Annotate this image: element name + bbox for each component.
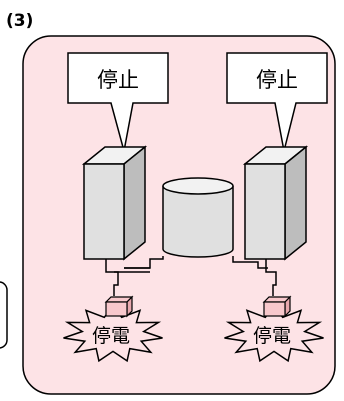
left-power-outage: 停電 — [63, 295, 163, 363]
shared-disk-icon — [162, 177, 234, 258]
left-burst-shape — [63, 304, 163, 363]
left-server-icon — [81, 145, 148, 261]
figure-label: (3) — [6, 11, 33, 31]
adjacent-panel-edge — [0, 281, 8, 349]
right-burst-shape — [224, 304, 324, 363]
right-power-outage: 停電 — [224, 295, 324, 363]
left-callout: 停止 — [67, 52, 169, 152]
connection-lines — [105, 256, 277, 296]
right-power-outage-text: 停電 — [253, 325, 291, 347]
right-callout: 停止 — [226, 52, 328, 152]
right-callout-text: 停止 — [256, 68, 298, 92]
left-power-outage-text: 停電 — [92, 325, 130, 347]
left-callout-text: 停止 — [97, 68, 139, 92]
right-server-icon — [242, 145, 309, 261]
